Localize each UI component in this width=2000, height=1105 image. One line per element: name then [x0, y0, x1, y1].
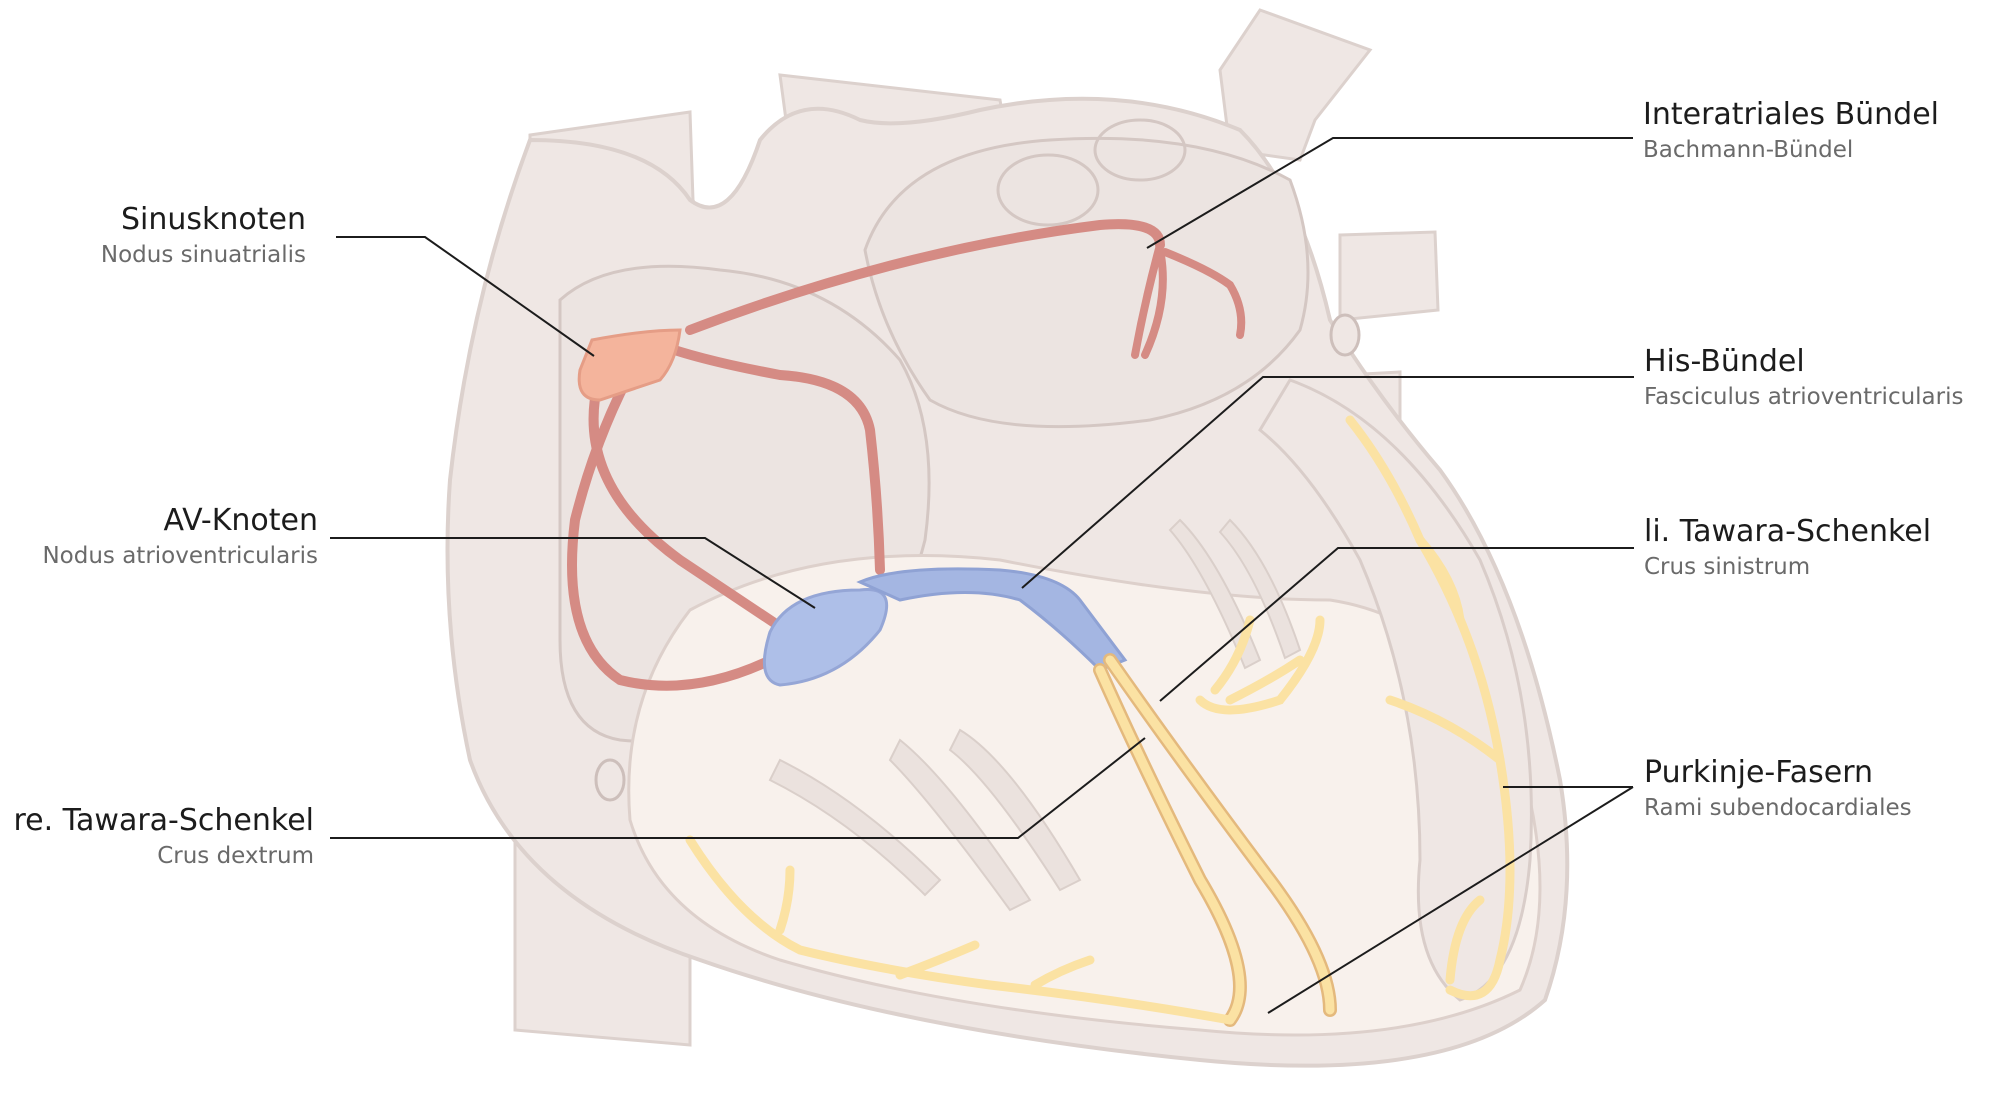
label-purkinje-latin: Rami subendocardiales [1644, 795, 1912, 821]
label-interatriales-buendel: Interatriales Bündel Bachmann-Bündel [1643, 100, 1939, 162]
sinus-node [577, 328, 682, 402]
bachmann-bundle-branches [1131, 241, 1246, 359]
label-sinusknoten-latin: Nodus sinuatrialis [100, 242, 306, 268]
leader-li-tawara [1159, 547, 1634, 702]
label-av-knoten-latin: Nodus atrioventricularis [42, 543, 318, 569]
pulmonary-vein-upper [1338, 230, 1440, 322]
coronary-sinus-left [1329, 313, 1361, 357]
leader-lines [330, 137, 1634, 1014]
label-re-tawara-latin: Crus dextrum [157, 843, 314, 869]
label-re-tawara-title: re. Tawara-Schenkel [13, 803, 314, 838]
valve-right [1093, 118, 1187, 182]
label-his-latin: Fasciculus atrioventricularis [1644, 384, 1964, 410]
leader-av [330, 537, 816, 609]
label-li-tawara-schenkel: li. Tawara-Schenkel Crus sinistrum [1644, 517, 1931, 579]
label-li-tawara-latin: Crus sinistrum [1644, 554, 1811, 580]
label-purkinje-fasern: Purkinje-Fasern Rami subendocardiales [1644, 758, 1912, 820]
papillary-muscles [768, 518, 1302, 912]
label-av-knoten-title: AV-Knoten [163, 503, 318, 538]
coronary-sinus-right [594, 758, 626, 802]
ventricles [627, 554, 1542, 1037]
label-interatrial-latin: Bachmann-Bündel [1643, 137, 1854, 163]
leader-re-tawara [330, 737, 1146, 839]
purkinje-fibers [685, 415, 1515, 1025]
valve-left [996, 153, 1100, 227]
label-av-knoten: AV-Knoten Nodus atrioventricularis [42, 506, 318, 568]
leader-his [1021, 376, 1634, 589]
label-re-tawara-schenkel: re. Tawara-Schenkel Crus dextrum [13, 806, 314, 868]
leader-purkinje-lower [1267, 786, 1634, 1014]
label-his-buendel: His-Bündel Fasciculus atrioventricularis [1644, 347, 1963, 409]
label-his-title: His-Bündel [1644, 344, 1805, 379]
leader-interatrial [1146, 137, 1633, 249]
internodal-tracts [567, 219, 1165, 691]
conduction-system [567, 219, 1515, 1027]
label-li-tawara-title: li. Tawara-Schenkel [1644, 514, 1932, 549]
label-sinusknoten-title: Sinusknoten [120, 202, 306, 237]
label-sinusknoten: Sinusknoten Nodus sinuatrialis [101, 205, 306, 267]
label-interatrial-title: Interatriales Bündel [1643, 97, 1940, 132]
his-bundle [856, 567, 1128, 672]
leader-sinus [336, 236, 595, 357]
av-node [762, 588, 889, 687]
left-atrium [863, 136, 1310, 429]
label-purkinje-title: Purkinje-Fasern [1644, 755, 1874, 790]
